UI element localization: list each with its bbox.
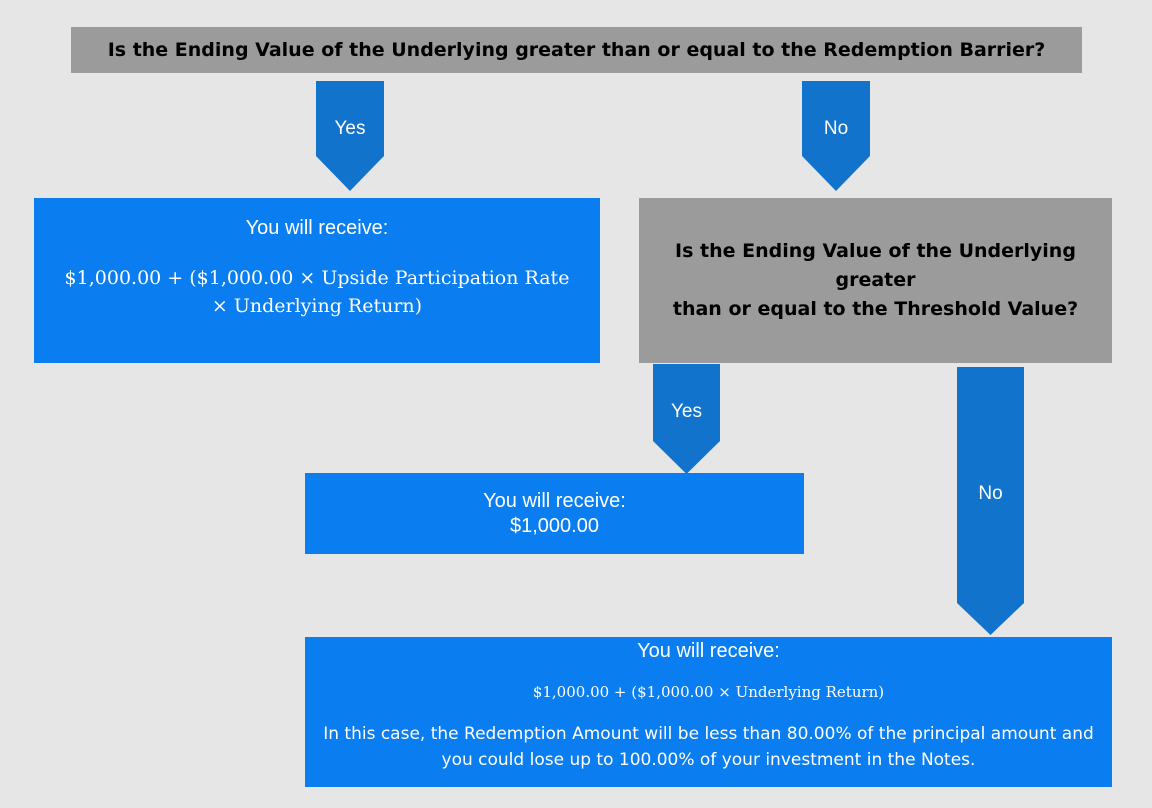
result-box-principal: You will receive: $1,000.00: [305, 473, 804, 554]
result-heading: You will receive:: [245, 217, 389, 239]
yes-label-1: Yes: [334, 118, 366, 139]
result-amount: $1,000.00: [510, 514, 599, 537]
no-label-2: No: [978, 483, 1003, 504]
no-label-1: No: [823, 118, 849, 139]
formula-line-1: $1,000.00 + ($1,000.00 × Upside Particip…: [64, 267, 570, 289]
no-arrow-1: [802, 81, 870, 191]
threshold-question: Is the Ending Value of the Underlying gr…: [639, 198, 1112, 363]
redemption-barrier-question: Is the Ending Value of the Underlying gr…: [71, 27, 1082, 73]
formula-line-2: × Underlying Return): [211, 295, 423, 317]
loss-note-line-1: In this case, the Redemption Amount will…: [323, 724, 1094, 744]
loss-note: In this case, the Redemption Amount will…: [323, 721, 1094, 773]
redemption-barrier-question-text: Is the Ending Value of the Underlying gr…: [107, 39, 1046, 61]
threshold-question-line-2: than or equal to the Threshold Value?: [672, 298, 1079, 320]
no-arrow-2: [957, 367, 1024, 635]
yes-arrow-2: [653, 364, 720, 474]
yes-arrow-1: [316, 81, 384, 191]
yes-label-2: Yes: [671, 401, 702, 422]
result-heading: You will receive:: [483, 489, 626, 512]
result-box-loss: You will receive: $1,000.00 + ($1,000.00…: [305, 637, 1112, 787]
loss-formula: $1,000.00 + ($1,000.00 × Underlying Retu…: [532, 683, 885, 701]
result-box-participation: You will receive: $1,000.00 + ($1,000.00…: [34, 198, 600, 363]
loss-note-line-2: you could lose up to 100.00% of your inv…: [441, 750, 976, 770]
result-heading: You will receive:: [637, 640, 780, 662]
participation-formula: $1,000.00 + ($1,000.00 × Upside Particip…: [65, 264, 570, 320]
threshold-question-line-1: Is the Ending Value of the Underlying gr…: [675, 240, 1076, 291]
